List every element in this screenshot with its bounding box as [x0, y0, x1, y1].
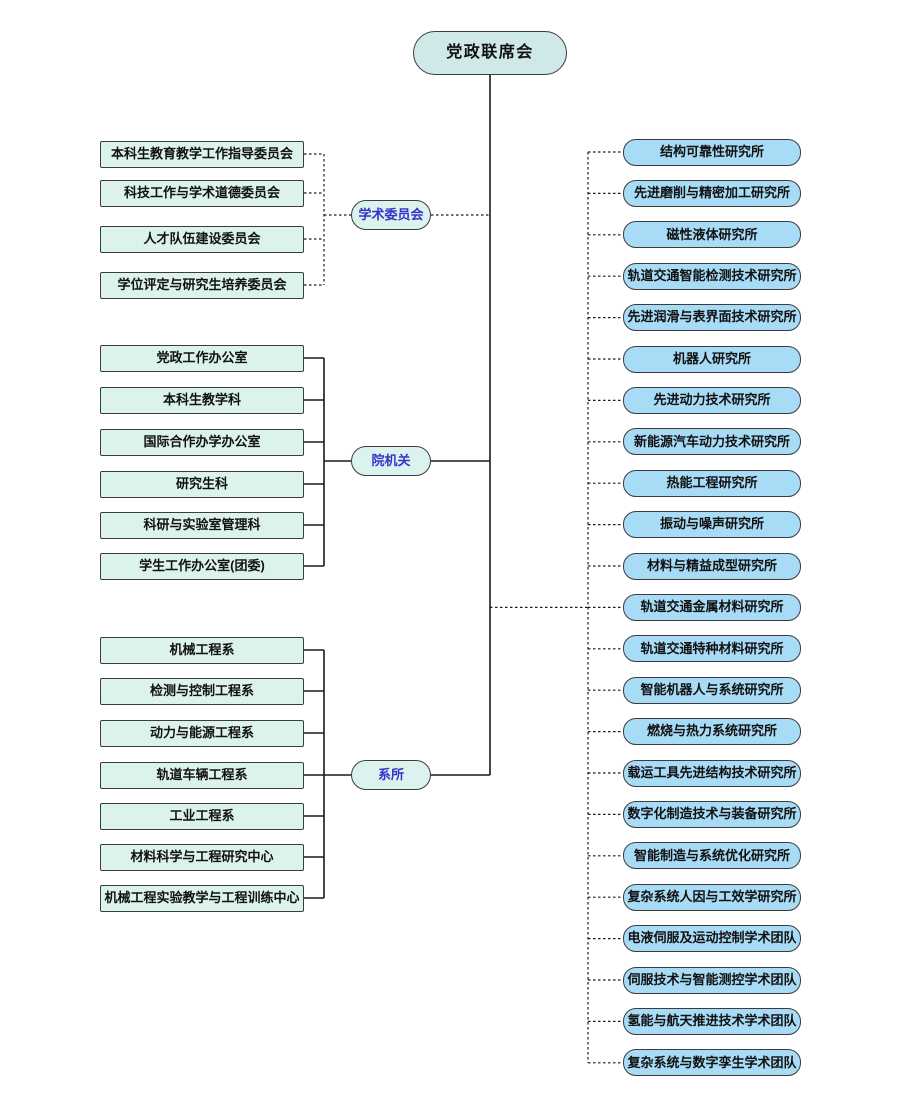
research-institute-node: 电液伺服及运动控制学术团队: [623, 925, 801, 953]
college-offices-item: 科研与实验室管理科: [100, 511, 304, 539]
departments-item: 动力与能源工程系: [100, 719, 304, 747]
research-institute-node: 伺服技术与智能测控学术团队: [623, 966, 801, 994]
academic-committee-item: 学位评定与研究生培养委员会: [100, 271, 304, 299]
research-institute-node: 先进动力技术研究所: [623, 386, 801, 414]
research-institute-node: 智能制造与系统优化研究所: [623, 842, 801, 870]
root-node: 党政联席会: [413, 31, 567, 75]
college-offices-item: 学生工作办公室(团委): [100, 552, 304, 580]
research-institute-node: 复杂系统人因与工效学研究所: [623, 883, 801, 911]
research-institute-node: 先进润滑与表界面技术研究所: [623, 304, 801, 332]
research-institute-node: 机器人研究所: [623, 345, 801, 373]
departments-item: 检测与控制工程系: [100, 677, 304, 705]
research-institute-node: 新能源汽车动力技术研究所: [623, 428, 801, 456]
research-institute-node: 氢能与航天推进技术学术团队: [623, 1007, 801, 1035]
research-institute-node: 磁性液体研究所: [623, 221, 801, 249]
departments-item: 工业工程系: [100, 802, 304, 830]
academic-committee-item: 人才队伍建设委员会: [100, 225, 304, 253]
departments-item: 轨道车辆工程系: [100, 761, 304, 789]
group-node-college-offices: 院机关: [351, 446, 431, 476]
departments-item: 机械工程系: [100, 636, 304, 664]
academic-committee-item: 科技工作与学术道德委员会: [100, 179, 304, 207]
college-offices-item: 党政工作办公室: [100, 344, 304, 372]
departments-item: 机械工程实验教学与工程训练中心: [100, 884, 304, 912]
research-institute-node: 轨道交通智能检测技术研究所: [623, 262, 801, 290]
college-offices-item: 国际合作办学办公室: [100, 428, 304, 456]
research-institute-node: 数字化制造技术与装备研究所: [623, 800, 801, 828]
research-institute-node: 结构可靠性研究所: [623, 138, 801, 166]
academic-committee-item: 本科生教育教学工作指导委员会: [100, 140, 304, 168]
research-institute-node: 燃烧与热力系统研究所: [623, 718, 801, 746]
research-institute-node: 先进磨削与精密加工研究所: [623, 179, 801, 207]
departments-item: 材料科学与工程研究中心: [100, 843, 304, 871]
research-institute-node: 振动与噪声研究所: [623, 511, 801, 539]
research-institute-node: 热能工程研究所: [623, 469, 801, 497]
college-offices-item: 研究生科: [100, 470, 304, 498]
research-institute-node: 载运工具先进结构技术研究所: [623, 759, 801, 787]
research-institute-node: 材料与精益成型研究所: [623, 552, 801, 580]
research-institute-node: 轨道交通特种材料研究所: [623, 635, 801, 663]
research-institute-node: 轨道交通金属材料研究所: [623, 593, 801, 621]
group-node-academic-committee: 学术委员会: [351, 200, 431, 230]
group-node-departments: 系所: [351, 760, 431, 790]
research-institute-node: 智能机器人与系统研究所: [623, 676, 801, 704]
college-offices-item: 本科生教学科: [100, 386, 304, 414]
research-institute-node: 复杂系统与数字孪生学术团队: [623, 1049, 801, 1077]
